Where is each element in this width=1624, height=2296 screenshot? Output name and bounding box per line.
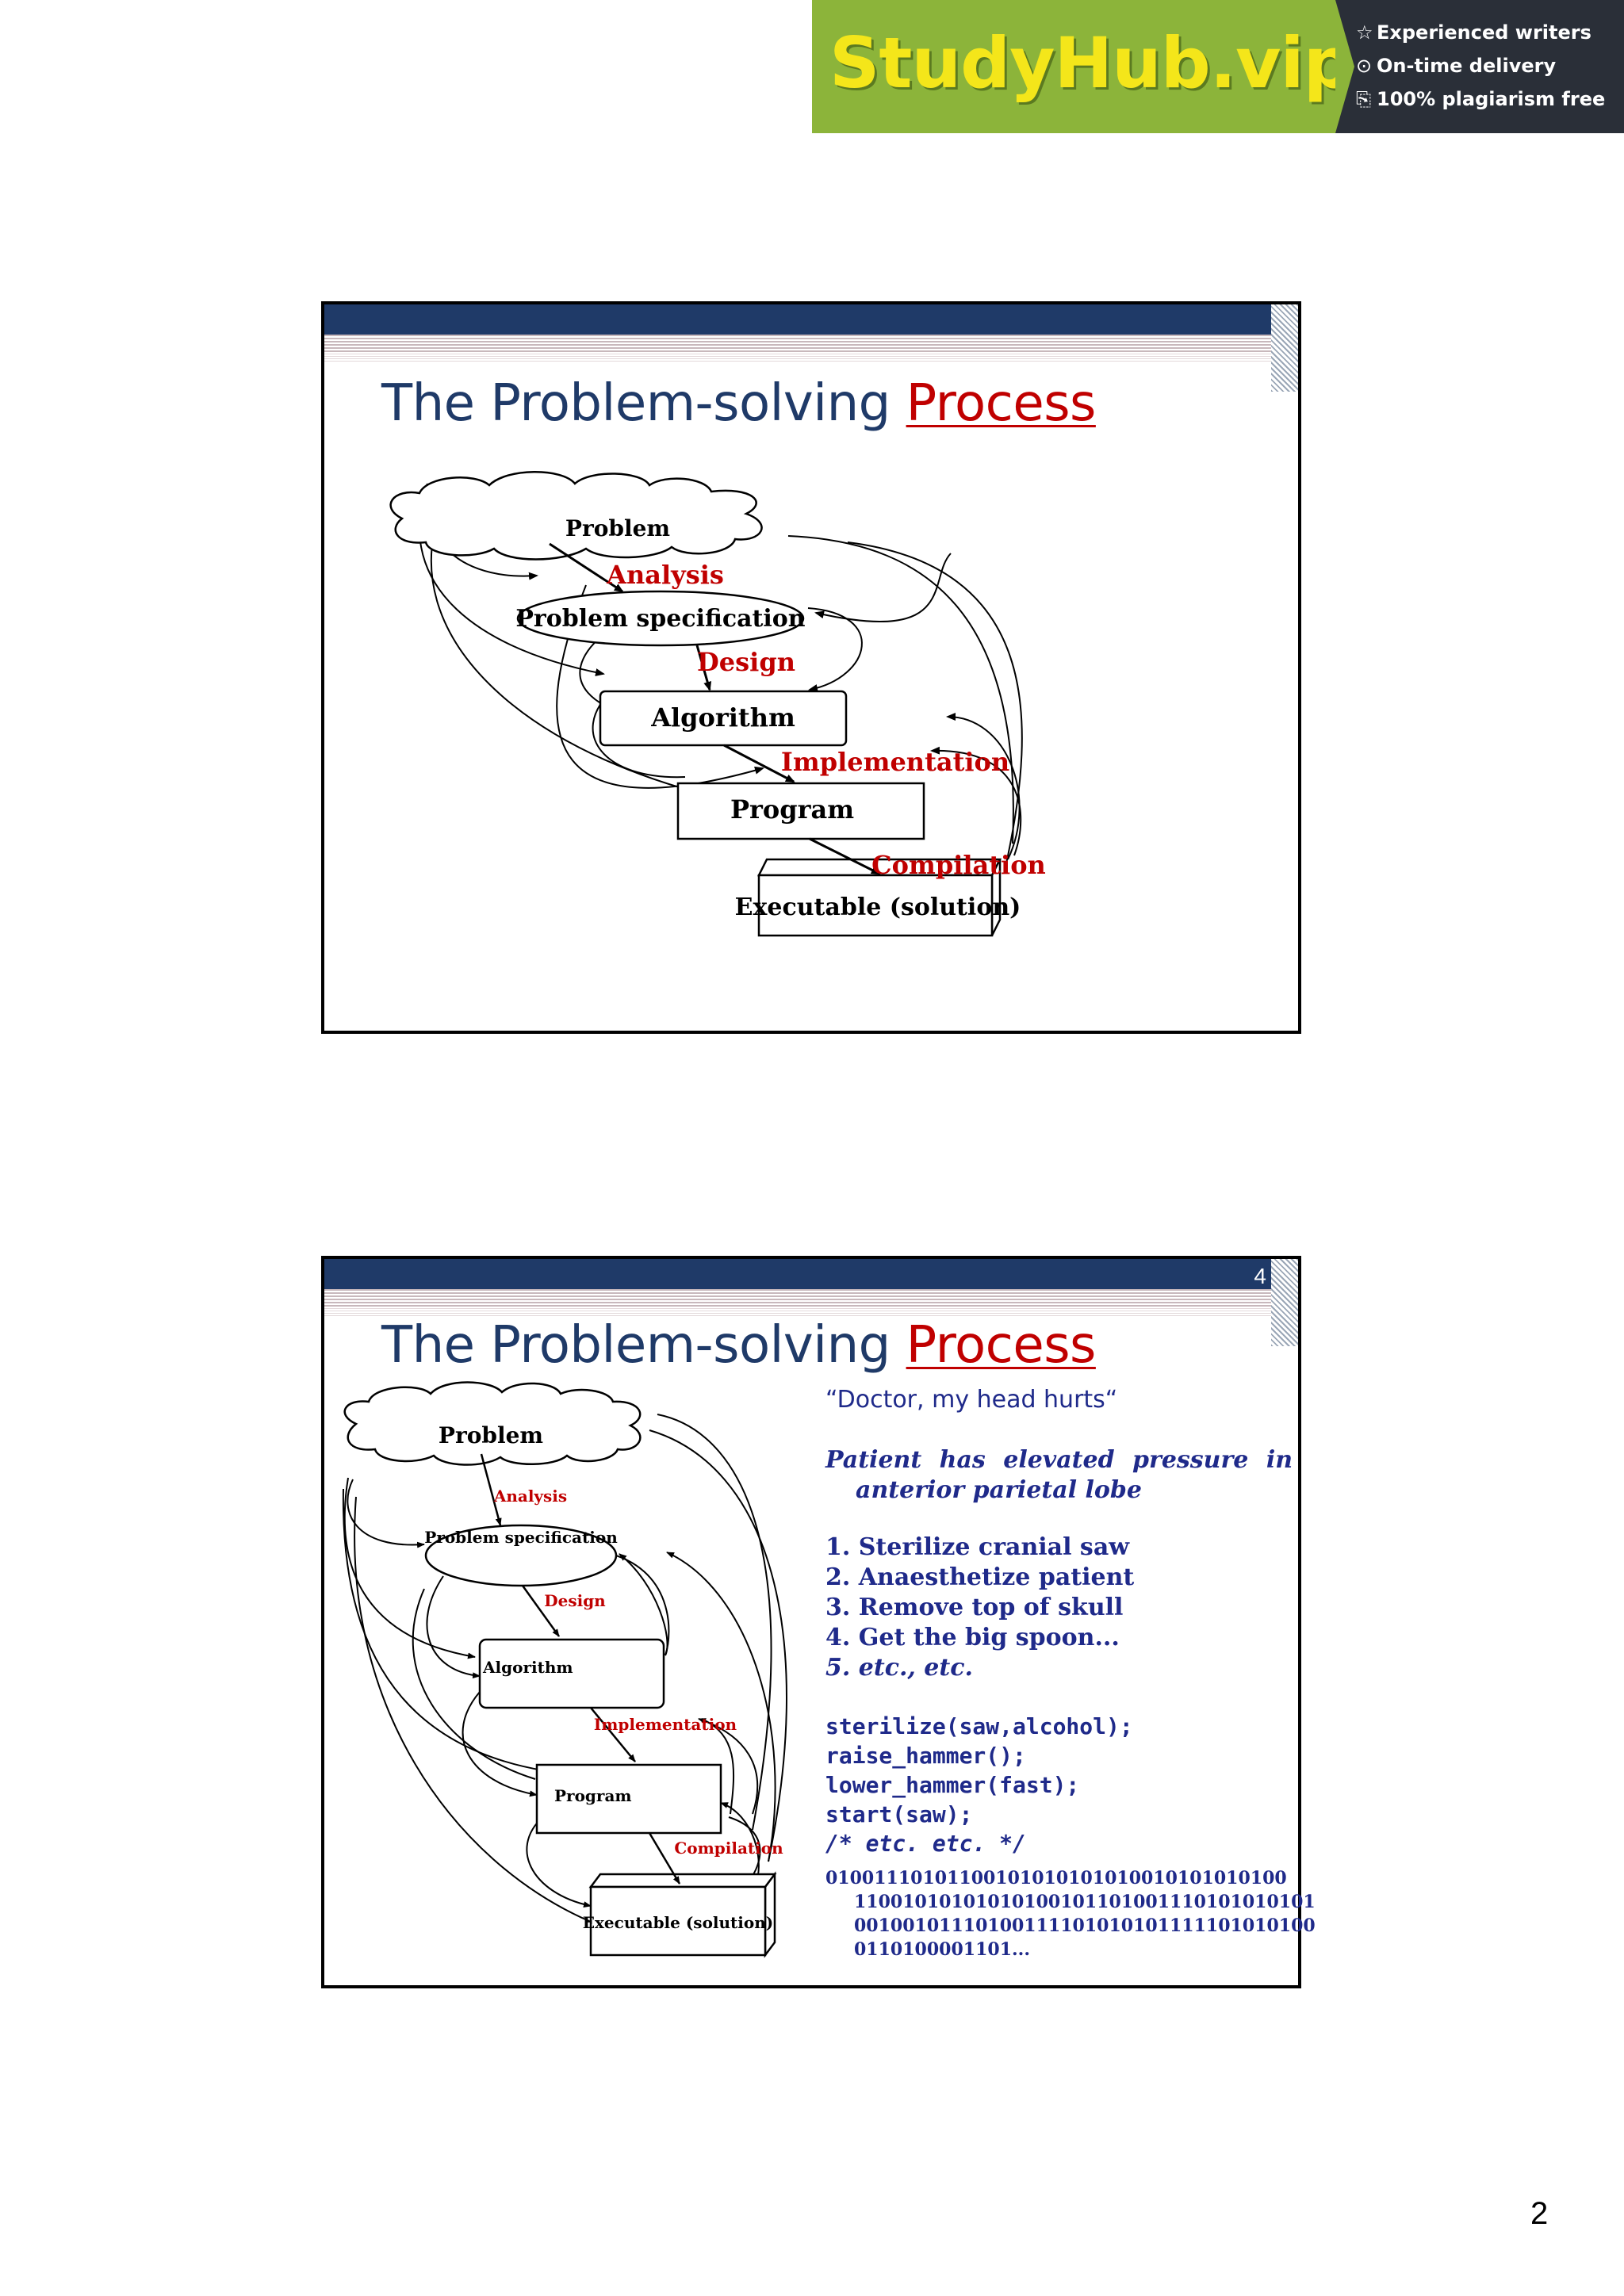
- problem-spec-text: Patient has elevated pressure in anterio…: [825, 1445, 1293, 1506]
- label-spec: Problem specification: [515, 605, 805, 633]
- algorithm-steps: 1. Sterilize cranial saw 2. Anaesthetize…: [825, 1533, 1293, 1683]
- label-implementation: Implementation: [781, 747, 1009, 777]
- binary-line: 01001110101100101010101010010101010100: [825, 1868, 1287, 1888]
- page-number: 2: [1530, 2196, 1549, 2231]
- executable-box: [756, 858, 1002, 937]
- banner-arrow: [1335, 0, 1354, 133]
- slide-number: 4: [1254, 1264, 1266, 1288]
- code-line: start(saw);: [825, 1801, 973, 1827]
- problem-solving-diagram-small: Problem Problem specification Algorithm …: [342, 1381, 787, 1958]
- slide-title: The Problem-solving Process: [381, 1316, 1096, 1375]
- executable-box: [588, 1871, 777, 1958]
- label-executable: Executable (solution): [583, 1913, 773, 1932]
- title-main: The Problem-solving: [381, 1316, 906, 1375]
- label-compilation: Compilation: [871, 850, 1046, 880]
- problem-cloud: [389, 471, 763, 561]
- label-design: Design: [697, 647, 795, 677]
- feature-label: On-time delivery: [1377, 55, 1557, 77]
- feature-experienced-writers: ☆Experienced writers: [1356, 21, 1591, 44]
- brand-logo[interactable]: StudyHub.vip: [829, 22, 1354, 104]
- title-accent: Process: [906, 374, 1097, 433]
- banner-brand-panel: [812, 0, 1335, 133]
- title-accent: Process: [906, 1316, 1097, 1375]
- feature-on-time-delivery: ⊙On-time delivery: [1356, 54, 1556, 78]
- code-comment: /* etc. etc. */: [825, 1831, 1026, 1857]
- spec-ellipse: [516, 590, 805, 647]
- code-line: sterilize(saw,alcohol);: [825, 1713, 1133, 1739]
- doctor-quote: “Doctor, my head hurts“: [825, 1386, 1118, 1414]
- step-item: 4. Get the big spoon...: [825, 1624, 1120, 1651]
- slide-header-bar: [324, 304, 1298, 335]
- slide-header-bar: [324, 1259, 1298, 1289]
- label-analysis: Analysis: [493, 1487, 567, 1506]
- feature-label: Experienced writers: [1377, 21, 1591, 44]
- step-item: 5. etc., etc.: [825, 1654, 973, 1682]
- slide-corner-pattern: [1271, 304, 1298, 392]
- slide-corner-pattern: [1271, 1259, 1298, 1346]
- algorithm-box: [599, 690, 848, 747]
- feature-plagiarism-free: ⎘100% plagiarism free: [1356, 87, 1605, 111]
- binary-line: 0110100001101...: [854, 1939, 1030, 1960]
- label-spec: Problem specification: [424, 1528, 618, 1547]
- slide-2: 4 The Problem-solving Process: [321, 1256, 1316, 1988]
- step-item: 3. Remove top of skull: [825, 1594, 1124, 1621]
- label-implementation: Implementation: [594, 1715, 737, 1734]
- binary-line: 00100101110100111101010101111101010100: [854, 1915, 1316, 1936]
- label-compilation: Compilation: [674, 1839, 783, 1858]
- label-analysis: Analysis: [606, 560, 724, 590]
- problem-solving-diagram: Problem Problem specification Algorithm …: [389, 471, 1046, 937]
- label-algorithm: Algorithm: [482, 1658, 573, 1677]
- program-box: [535, 1763, 722, 1835]
- slide-title: The Problem-solving Process: [381, 374, 1096, 433]
- patient-line-2: anterior parietal lobe: [856, 1476, 1142, 1504]
- code-line: lower_hammer(fast);: [825, 1772, 1080, 1798]
- label-algorithm: Algorithm: [650, 702, 795, 733]
- label-problem: Problem: [565, 515, 670, 541]
- step-item: 1. Sterilize cranial saw: [825, 1533, 1130, 1561]
- algorithm-box: [478, 1638, 665, 1709]
- step-item: 2. Anaesthetize patient: [825, 1563, 1135, 1591]
- label-program: Program: [730, 794, 854, 825]
- spec-ellipse: [424, 1524, 618, 1587]
- feature-label: 100% plagiarism free: [1377, 88, 1606, 110]
- example-column: “Doctor, my head hurts“ Patient has elev…: [825, 1386, 1316, 1961]
- label-executable: Executable (solution): [735, 894, 1021, 921]
- star-icon: ☆: [1356, 21, 1373, 44]
- program-code: sterilize(saw,alcohol); raise_hammer(); …: [825, 1712, 1293, 1858]
- binary-executable: 01001110101100101010101010010101010100 1…: [825, 1866, 1316, 1961]
- label-design: Design: [544, 1591, 606, 1610]
- banner-features-panel: [1335, 0, 1624, 133]
- slide-header-stripe-light: [324, 1308, 1298, 1316]
- title-main: The Problem-solving: [381, 374, 906, 433]
- label-problem: Problem: [439, 1422, 543, 1448]
- program-box: [676, 782, 925, 840]
- slide-header-stripe: [324, 1289, 1298, 1308]
- studyhub-banner[interactable]: StudyHub.vip ☆Experienced writers ⊙On-ti…: [812, 0, 1624, 133]
- slide-header-stripe-light: [324, 354, 1298, 362]
- clock-icon: ⊙: [1356, 55, 1373, 77]
- problem-cloud: [343, 1381, 642, 1466]
- code-line: raise_hammer();: [825, 1743, 1026, 1769]
- copy-icon: ⎘: [1356, 88, 1372, 110]
- binary-line: 11001010101010100101101001110101010101: [854, 1892, 1316, 1912]
- patient-line-1: Patient has elevated pressure in: [825, 1446, 1293, 1474]
- slide-header-stripe: [324, 335, 1298, 354]
- label-program: Program: [554, 1786, 632, 1805]
- slide-1: The Problem-solving Process Problem: [321, 301, 1301, 1034]
